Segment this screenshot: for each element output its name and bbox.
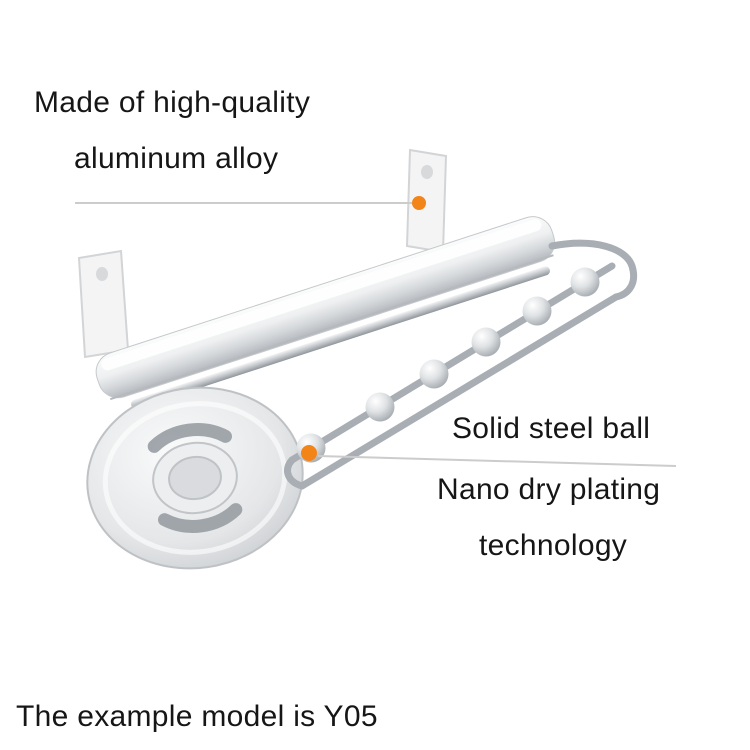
- steel-ball: [365, 392, 395, 422]
- plating-label-line2: technology: [479, 529, 628, 562]
- callout-dot-ball: [301, 445, 317, 461]
- material-label-line1: Made of high-quality: [34, 86, 311, 119]
- screw-hole: [96, 267, 108, 281]
- steel-ball-label: Solid steel ball: [452, 412, 651, 445]
- aluminum-bar: [95, 216, 556, 409]
- callout-dot-material: [412, 196, 426, 210]
- rail-wire-upper: [288, 262, 616, 464]
- wall-bracket-left: [77, 249, 130, 359]
- plating-label-line1: Nano dry plating: [437, 473, 661, 506]
- model-note: The example model is Y05: [16, 700, 378, 733]
- screw-hole: [421, 165, 433, 179]
- disc-slot-top: [147, 423, 233, 453]
- steel-ball: [419, 359, 449, 389]
- callouts: [75, 196, 677, 467]
- rail-hook: [548, 239, 638, 301]
- chrome-rail: [284, 239, 638, 490]
- leader-line-ball: [317, 455, 677, 467]
- steel-ball: [522, 296, 552, 326]
- steel-ball: [471, 327, 501, 357]
- steel-ball: [570, 267, 600, 297]
- rail-wire-lower: [298, 293, 620, 490]
- rail-bend-left: [284, 456, 306, 490]
- material-label-line2: aluminum alloy: [74, 142, 279, 175]
- disc-slot-bottom: [157, 503, 243, 533]
- chrome-rod: [131, 266, 550, 409]
- end-disc: [86, 386, 304, 570]
